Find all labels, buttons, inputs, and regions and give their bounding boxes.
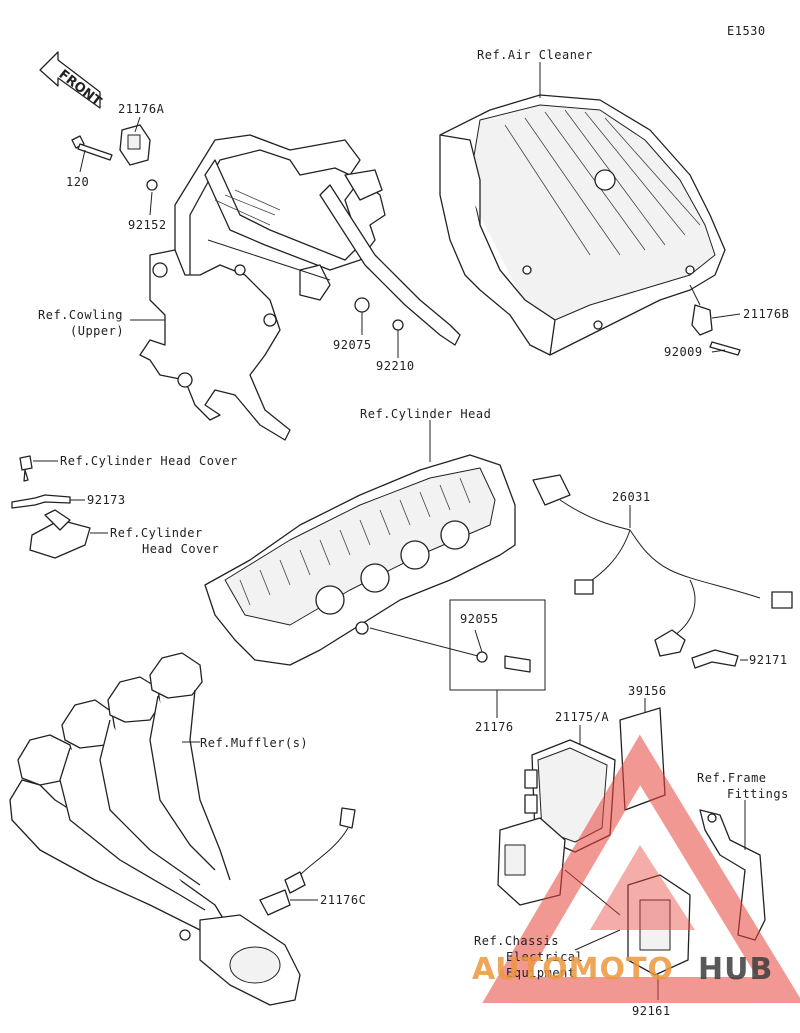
- air-cleaner-box: [439, 94, 726, 356]
- nut-92210: [392, 319, 404, 331]
- label-21176[interactable]: 21176: [475, 720, 514, 734]
- clamp-92171: [691, 649, 739, 669]
- bolt-120: [71, 135, 113, 161]
- label-ref-chassis-electrical-3[interactable]: Equipment: [506, 966, 576, 980]
- label-92152[interactable]: 92152: [128, 218, 167, 232]
- callout-box-92055-21176: [369, 599, 546, 718]
- sensor-21176B: [691, 304, 713, 336]
- label-ref-chassis-electrical-2[interactable]: Electrical: [506, 950, 584, 964]
- label-21176A[interactable]: 21176A: [118, 102, 165, 116]
- label-92161[interactable]: 92161: [632, 1004, 671, 1018]
- label-ref-cowling-upper-2[interactable]: (Upper): [70, 324, 125, 338]
- rubber-92161: [627, 874, 691, 976]
- leader-chassis-electrical: [574, 929, 621, 951]
- label-92055[interactable]: 92055: [460, 612, 499, 626]
- label-ref-air-cleaner[interactable]: Ref.Air Cleaner: [477, 48, 593, 62]
- sensor-21176A: [119, 124, 151, 166]
- screw-92009: [709, 341, 741, 356]
- watermark-logo: [482, 734, 800, 1003]
- label-92075[interactable]: 92075: [333, 338, 372, 352]
- label-92009[interactable]: 92009: [664, 345, 703, 359]
- cowling-stay-frame: [139, 134, 461, 441]
- bracket-92173: [11, 494, 71, 509]
- label-ref-cylinder-head-cover-2b[interactable]: Head Cover: [142, 542, 220, 556]
- front-arrow-label: FRONT: [56, 67, 104, 109]
- leader-21176B-to-box: [689, 284, 701, 306]
- leader-21176B: [711, 313, 741, 319]
- grommet-92075: [354, 297, 370, 313]
- front-arrow-icon: FRONT: [39, 51, 104, 110]
- label-21175A[interactable]: 21175/A: [555, 710, 610, 724]
- label-21176B[interactable]: 21176B: [743, 307, 790, 321]
- label-21176C[interactable]: 21176C: [320, 893, 367, 907]
- label-ref-frame-fittings-1[interactable]: Ref.Frame: [697, 771, 767, 785]
- washer-92152: [146, 179, 158, 191]
- head-cover-cap: [29, 509, 91, 559]
- leader-92009: [711, 349, 726, 353]
- cylinder-head: [204, 454, 516, 666]
- label-39156[interactable]: 39156: [628, 684, 667, 698]
- label-92171[interactable]: 92171: [749, 653, 788, 667]
- leader-lines-head-cover: [33, 460, 108, 534]
- label-ref-chassis-electrical-1[interactable]: Ref.Chassis: [474, 934, 559, 948]
- label-92210[interactable]: 92210: [376, 359, 415, 373]
- label-ref-cylinder-head-cover-2a[interactable]: Ref.Cylinder: [110, 526, 203, 540]
- diagram-code: E1530: [727, 24, 766, 38]
- label-ref-mufflers[interactable]: Ref.Muffler(s): [200, 736, 309, 750]
- wiring-harness-26031: [532, 474, 793, 657]
- bolt-head-cover: [19, 455, 33, 482]
- label-26031[interactable]: 26031: [612, 490, 651, 504]
- sensor-21176C: [259, 807, 356, 916]
- label-120[interactable]: 120: [66, 175, 90, 189]
- label-ref-frame-fittings-2[interactable]: Fittings: [727, 787, 789, 801]
- label-ref-cylinder-head-cover-1[interactable]: Ref.Cylinder Head Cover: [60, 454, 238, 468]
- leader-lines-upper-left: [79, 116, 399, 358]
- watermark-text-automoto: AUTOMOTO: [472, 952, 674, 987]
- exhaust-headers: [9, 652, 301, 1006]
- label-92173[interactable]: 92173: [87, 493, 126, 507]
- watermark-text-hub: HUB: [698, 952, 774, 987]
- label-ref-cowling-upper-1[interactable]: Ref.Cowling: [38, 308, 123, 322]
- label-ref-cylinder-head[interactable]: Ref.Cylinder Head: [360, 407, 492, 421]
